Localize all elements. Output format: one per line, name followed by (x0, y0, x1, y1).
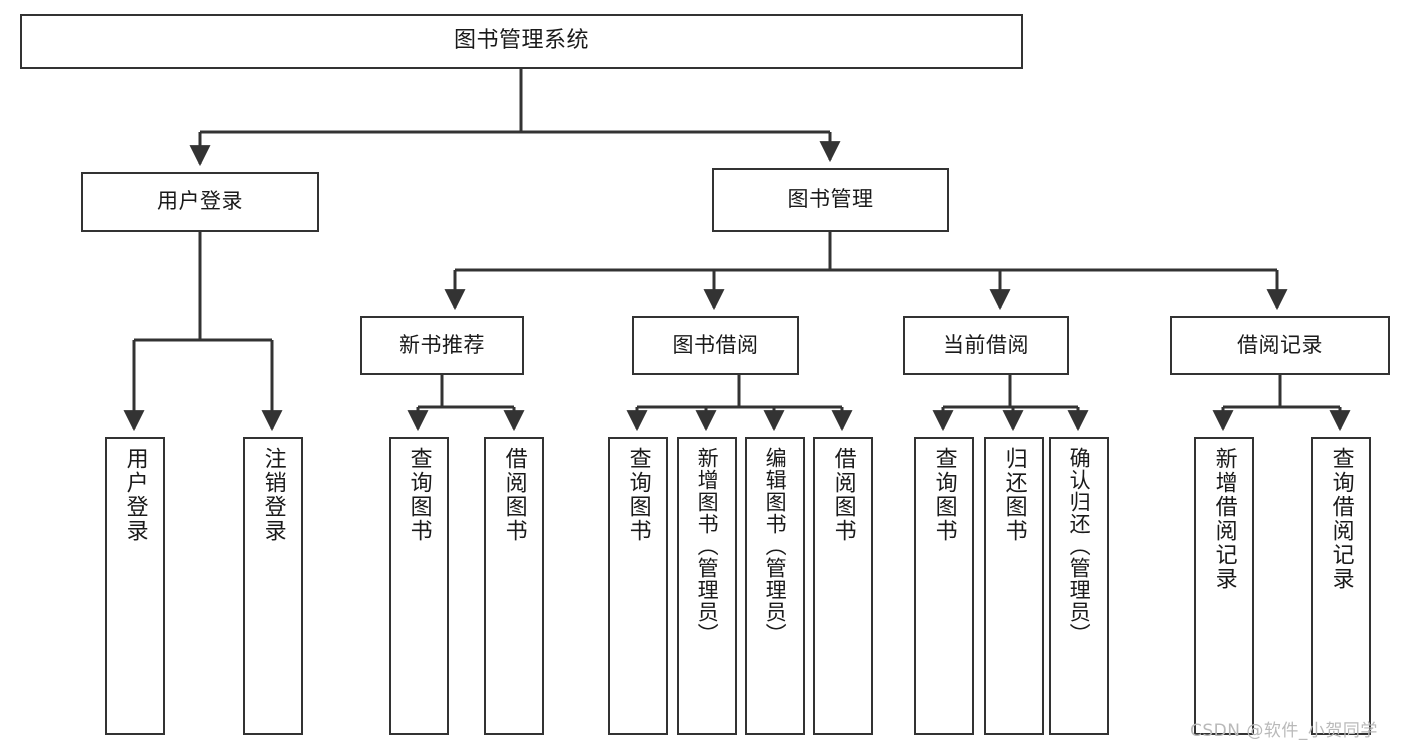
node-borrow-record[interactable]: 借阅记录 (1170, 316, 1390, 375)
node-leaf-return-book-label: 归还图书 (1001, 447, 1027, 543)
node-book-manage[interactable]: 图书管理 (712, 168, 949, 232)
node-leaf-query-borrow-record[interactable]: 查询借阅记录 (1311, 437, 1371, 735)
node-borrow-record-label: 借阅记录 (1237, 332, 1323, 357)
node-book-borrow[interactable]: 图书借阅 (632, 316, 799, 375)
node-leaf-borrow-book-2-label: 借阅图书 (830, 447, 856, 543)
node-leaf-confirm-return-admin[interactable]: 确认归还（管理员） (1049, 437, 1109, 735)
node-current-borrow-label: 当前借阅 (943, 332, 1029, 357)
node-leaf-query-book-3-label: 查询图书 (931, 447, 957, 543)
node-leaf-return-book[interactable]: 归还图书 (984, 437, 1044, 735)
node-leaf-query-book-2-label: 查询图书 (625, 447, 651, 543)
node-root-label: 图书管理系统 (453, 28, 589, 54)
node-leaf-logout[interactable]: 注销登录 (243, 437, 303, 735)
node-leaf-user-login[interactable]: 用户登录 (105, 437, 165, 735)
node-leaf-borrow-book-2[interactable]: 借阅图书 (813, 437, 873, 735)
node-new-book-recommend-label: 新书推荐 (399, 332, 485, 357)
node-leaf-logout-label: 注销登录 (260, 447, 286, 543)
node-book-manage-label: 图书管理 (787, 187, 874, 212)
node-new-book-recommend[interactable]: 新书推荐 (360, 316, 524, 375)
node-book-borrow-label: 图书借阅 (672, 332, 759, 357)
node-leaf-edit-book-admin-label: 编辑图书（管理员） (763, 447, 788, 645)
node-leaf-query-book-1[interactable]: 查询图书 (389, 437, 449, 735)
node-leaf-confirm-return-admin-label: 确认归还（管理员） (1067, 447, 1092, 645)
node-current-borrow[interactable]: 当前借阅 (903, 316, 1069, 375)
node-leaf-edit-book-admin[interactable]: 编辑图书（管理员） (745, 437, 805, 735)
node-leaf-query-book-3[interactable]: 查询图书 (914, 437, 974, 735)
node-leaf-query-borrow-record-label: 查询借阅记录 (1328, 447, 1354, 591)
node-leaf-query-book-1-label: 查询图书 (406, 447, 432, 543)
node-leaf-add-book-admin[interactable]: 新增图书（管理员） (677, 437, 737, 735)
node-leaf-query-book-2[interactable]: 查询图书 (608, 437, 668, 735)
node-leaf-add-borrow-record-label: 新增借阅记录 (1211, 447, 1237, 591)
node-leaf-user-login-label: 用户登录 (122, 447, 148, 543)
node-user-login[interactable]: 用户登录 (81, 172, 319, 232)
node-user-login-label: 用户登录 (157, 189, 243, 214)
node-leaf-borrow-book-1[interactable]: 借阅图书 (484, 437, 544, 735)
csdn-watermark: CSDN @软件_小贺同学 (1190, 721, 1378, 741)
node-leaf-add-borrow-record[interactable]: 新增借阅记录 (1194, 437, 1254, 735)
node-leaf-add-book-admin-label: 新增图书（管理员） (695, 447, 720, 645)
node-root[interactable]: 图书管理系统 (20, 14, 1023, 69)
node-leaf-borrow-book-1-label: 借阅图书 (501, 447, 527, 543)
